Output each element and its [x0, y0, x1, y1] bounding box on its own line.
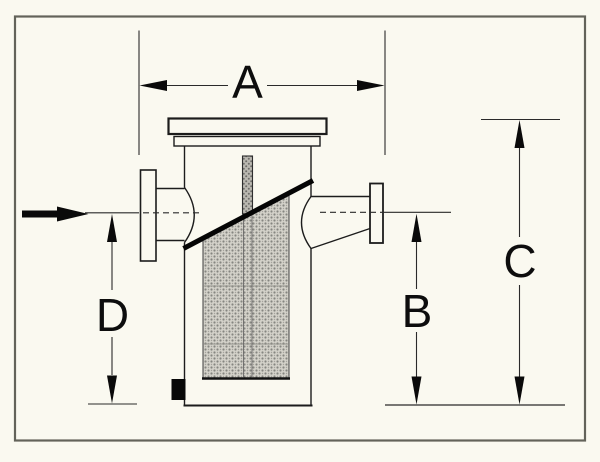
basket-seat-diagonal: [182, 178, 315, 251]
centerlines: [85, 211, 451, 214]
dim-d-label: D: [96, 289, 129, 341]
dimension-a: A: [138, 30, 386, 155]
flow-arrow-head-icon: [57, 206, 89, 222]
outlet-nozzle-bottom: [310, 227, 371, 250]
dimension-c: C: [481, 118, 560, 405]
dim-d-arrowhead-top: [107, 214, 117, 242]
basket-handle-rod: [241, 155, 254, 215]
dim-c-arrowhead-bottom: [514, 376, 525, 405]
drain-plug: [171, 379, 186, 400]
dim-b-arrowhead-bottom: [411, 376, 422, 405]
dim-b-label: B: [402, 285, 433, 337]
flow-direction-arrow: [22, 206, 89, 222]
dim-c-arrowhead-top: [514, 120, 525, 148]
strainer-body: [139, 117, 384, 407]
cover-plate-top: [167, 117, 328, 136]
cover-plate-flange: [173, 135, 321, 147]
outlet-opening-arc: [300, 196, 312, 249]
dim-a-arrowhead-right: [357, 80, 385, 91]
dim-a-label: A: [232, 56, 263, 108]
dim-a-arrowhead-left: [139, 80, 167, 91]
dimension-b: B: [402, 213, 433, 405]
dim-d-arrowhead-bottom: [107, 375, 117, 404]
drawing-frame: [13, 15, 587, 442]
dim-c-label: C: [503, 235, 536, 287]
dim-b-arrowhead-top: [411, 213, 422, 242]
dimension-d: D: [88, 214, 137, 405]
outlet-flange: [369, 182, 384, 244]
inlet-flange: [139, 169, 157, 262]
inlet-opening-arc: [183, 187, 195, 243]
